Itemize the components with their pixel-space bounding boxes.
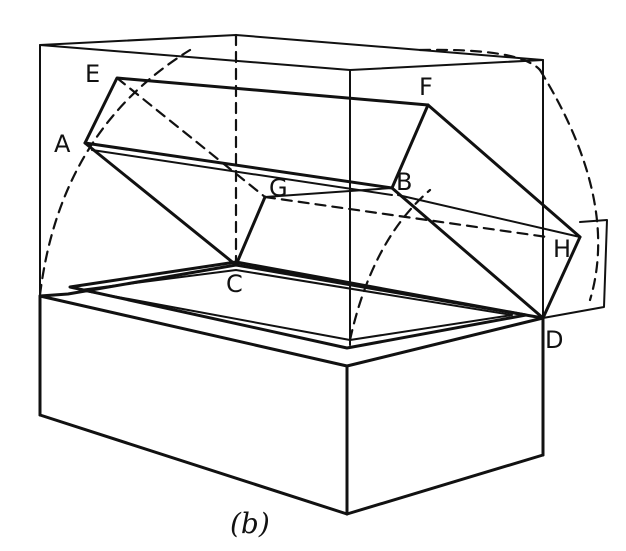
- box-body: [38, 263, 545, 516]
- box-rim: [68, 260, 528, 350]
- vertex-label-f: F: [419, 73, 433, 101]
- vertex-label-g: G: [269, 174, 288, 202]
- vertex-labels: A B C D E F G H: [54, 60, 571, 354]
- vertex-label-e: E: [85, 60, 100, 88]
- vertex-label-c: C: [226, 270, 243, 298]
- vertex-label-h: H: [553, 235, 571, 263]
- vertex-label-d: D: [545, 326, 563, 354]
- tilted-lid: [83, 76, 608, 320]
- outer-cube-wireframe: [39, 34, 544, 346]
- figure-caption: (b): [230, 507, 270, 540]
- vertex-label-a: A: [54, 130, 71, 158]
- vertex-label-b: B: [396, 168, 412, 196]
